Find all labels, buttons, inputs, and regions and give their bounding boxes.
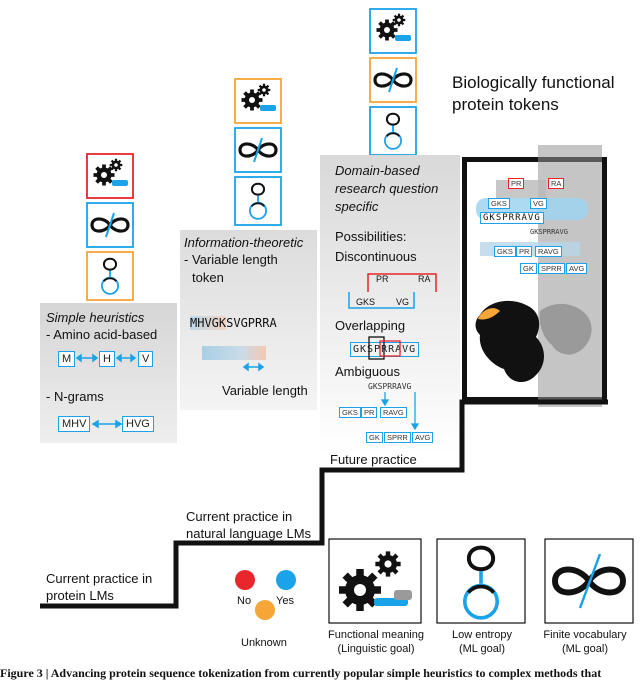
legend-yes-dot: [276, 570, 296, 590]
goal-functional-box: [328, 538, 422, 624]
domain-heading: Domain-based research question specific: [335, 162, 438, 216]
goal-vocab-box: [544, 538, 634, 624]
panel-domain-bg: [320, 155, 460, 455]
gear-icon: [375, 551, 401, 577]
legend-no: No: [237, 595, 252, 607]
step2-line2: natural language LMs: [186, 526, 312, 541]
panel-token: GKS: [494, 246, 516, 257]
simple-line1: - Amino acid-based: [46, 327, 158, 342]
legend-unknown-dot: [255, 600, 275, 620]
panel-token: VG: [530, 198, 547, 209]
icon-stack-info: [234, 78, 282, 226]
panel-seq-small: GKSPRRAVG: [530, 228, 568, 236]
legend-unknown: Unknown: [241, 637, 287, 649]
step3-label: Future practice: [330, 452, 417, 467]
legend-yes: Yes: [276, 595, 294, 607]
amb-token: RAVG: [380, 407, 407, 418]
disc-token: PR: [376, 274, 389, 284]
info-heading: Information-theoretic: [184, 235, 304, 250]
domain-heading-1: Domain-based: [335, 163, 420, 178]
possibilities-label: Possibilities:: [335, 229, 407, 244]
goal-entropy-box: [436, 538, 526, 624]
arrow-icon: [242, 362, 265, 372]
amb-token: AVG: [412, 432, 434, 443]
ngram-token: HVG: [122, 416, 154, 432]
amb-token: GK: [366, 432, 383, 443]
aa-token: H: [99, 351, 115, 367]
discontinuous-label: Discontinuous: [335, 249, 417, 264]
step1-line2: protein LMs: [46, 588, 114, 603]
arrow-icon: [91, 419, 123, 429]
amb-token: PR: [361, 407, 378, 418]
simple-heading: Simple heuristics: [46, 310, 145, 325]
panel-token: AVG: [566, 263, 588, 274]
info-line2: token: [192, 270, 224, 285]
domain-heading-2: research question: [335, 181, 439, 196]
domain-heading-3: specific: [335, 199, 379, 214]
panel-token: SPRR: [538, 263, 565, 274]
icon-stack-simple: [86, 153, 134, 301]
panel-seq: GKSPRRAVG: [480, 212, 544, 224]
goal-functional-line2: (Linguistic goal): [337, 643, 415, 655]
legend-dots: [235, 570, 296, 620]
step2-line1: Current practice in: [186, 509, 293, 524]
info-sequence-a: MHVGK: [190, 316, 227, 330]
arrow-icon: [75, 353, 137, 363]
panel-token: GK: [520, 263, 537, 274]
overlap-marks: [368, 336, 401, 360]
step2-label: Current practice in natural language LMs: [186, 508, 311, 542]
disc-token: VG: [396, 297, 410, 307]
top-title: Biologically functional protein tokens: [452, 72, 615, 116]
goal-entropy-label: Low entropy (ML goal): [422, 628, 542, 656]
panel-token: RAVG: [535, 246, 562, 257]
variable-length-bar: [202, 346, 266, 360]
panel-token: RA: [548, 178, 565, 189]
top-title-line2: protein tokens: [452, 95, 559, 114]
ngram-token: MHV: [58, 416, 91, 432]
goal-vocab-label: Finite vocabulary (ML goal): [530, 628, 640, 656]
info-caption: Variable length: [222, 383, 308, 398]
discontinuous-diagram: [348, 273, 437, 309]
panel-token: PR: [508, 178, 525, 189]
overlapping-label: Overlapping: [335, 318, 406, 333]
aa-token: V: [138, 351, 154, 367]
info-sequence-b: SVGPRRA: [226, 316, 277, 330]
legend-no-dot: [235, 570, 255, 590]
simple-line2: - N-grams: [46, 389, 104, 404]
ambiguous-arrows: [380, 392, 420, 431]
amb-token: GKS: [339, 407, 361, 418]
icon-stack-domain: [369, 8, 417, 156]
top-title-line1: Biologically functional: [452, 73, 615, 92]
protein-structure-icon: [475, 300, 592, 383]
panel-token: GKS: [488, 198, 510, 209]
step1-label: Current practice in protein LMs: [46, 570, 152, 604]
disc-token: GKS: [356, 297, 376, 307]
goal-entropy-line2: (ML goal): [458, 643, 506, 655]
ambiguous-sequence: GKSPRRAVG: [368, 382, 412, 391]
info-line1: - Variable length: [184, 252, 278, 267]
figure-caption: Figure 3 | Advancing protein sequence to…: [0, 666, 602, 680]
goal-vocab-line1: Finite vocabulary: [543, 629, 627, 641]
panel-token: PR: [516, 246, 533, 257]
goal-entropy-line1: Low entropy: [452, 629, 512, 641]
amb-token: SPRR: [384, 432, 411, 443]
goal-functional-label: Functional meaning (Linguistic goal): [316, 628, 436, 656]
info-sequence: MHVGKSVGPRRA: [190, 316, 277, 330]
goal-functional-line1: Functional meaning: [327, 629, 424, 641]
ambiguous-label: Ambiguous: [335, 364, 401, 379]
goal-vocab-line2: (ML goal): [561, 643, 609, 655]
step1-line1: Current practice in: [46, 571, 153, 586]
aa-token: M: [58, 351, 76, 367]
disc-token: RA: [418, 274, 431, 284]
